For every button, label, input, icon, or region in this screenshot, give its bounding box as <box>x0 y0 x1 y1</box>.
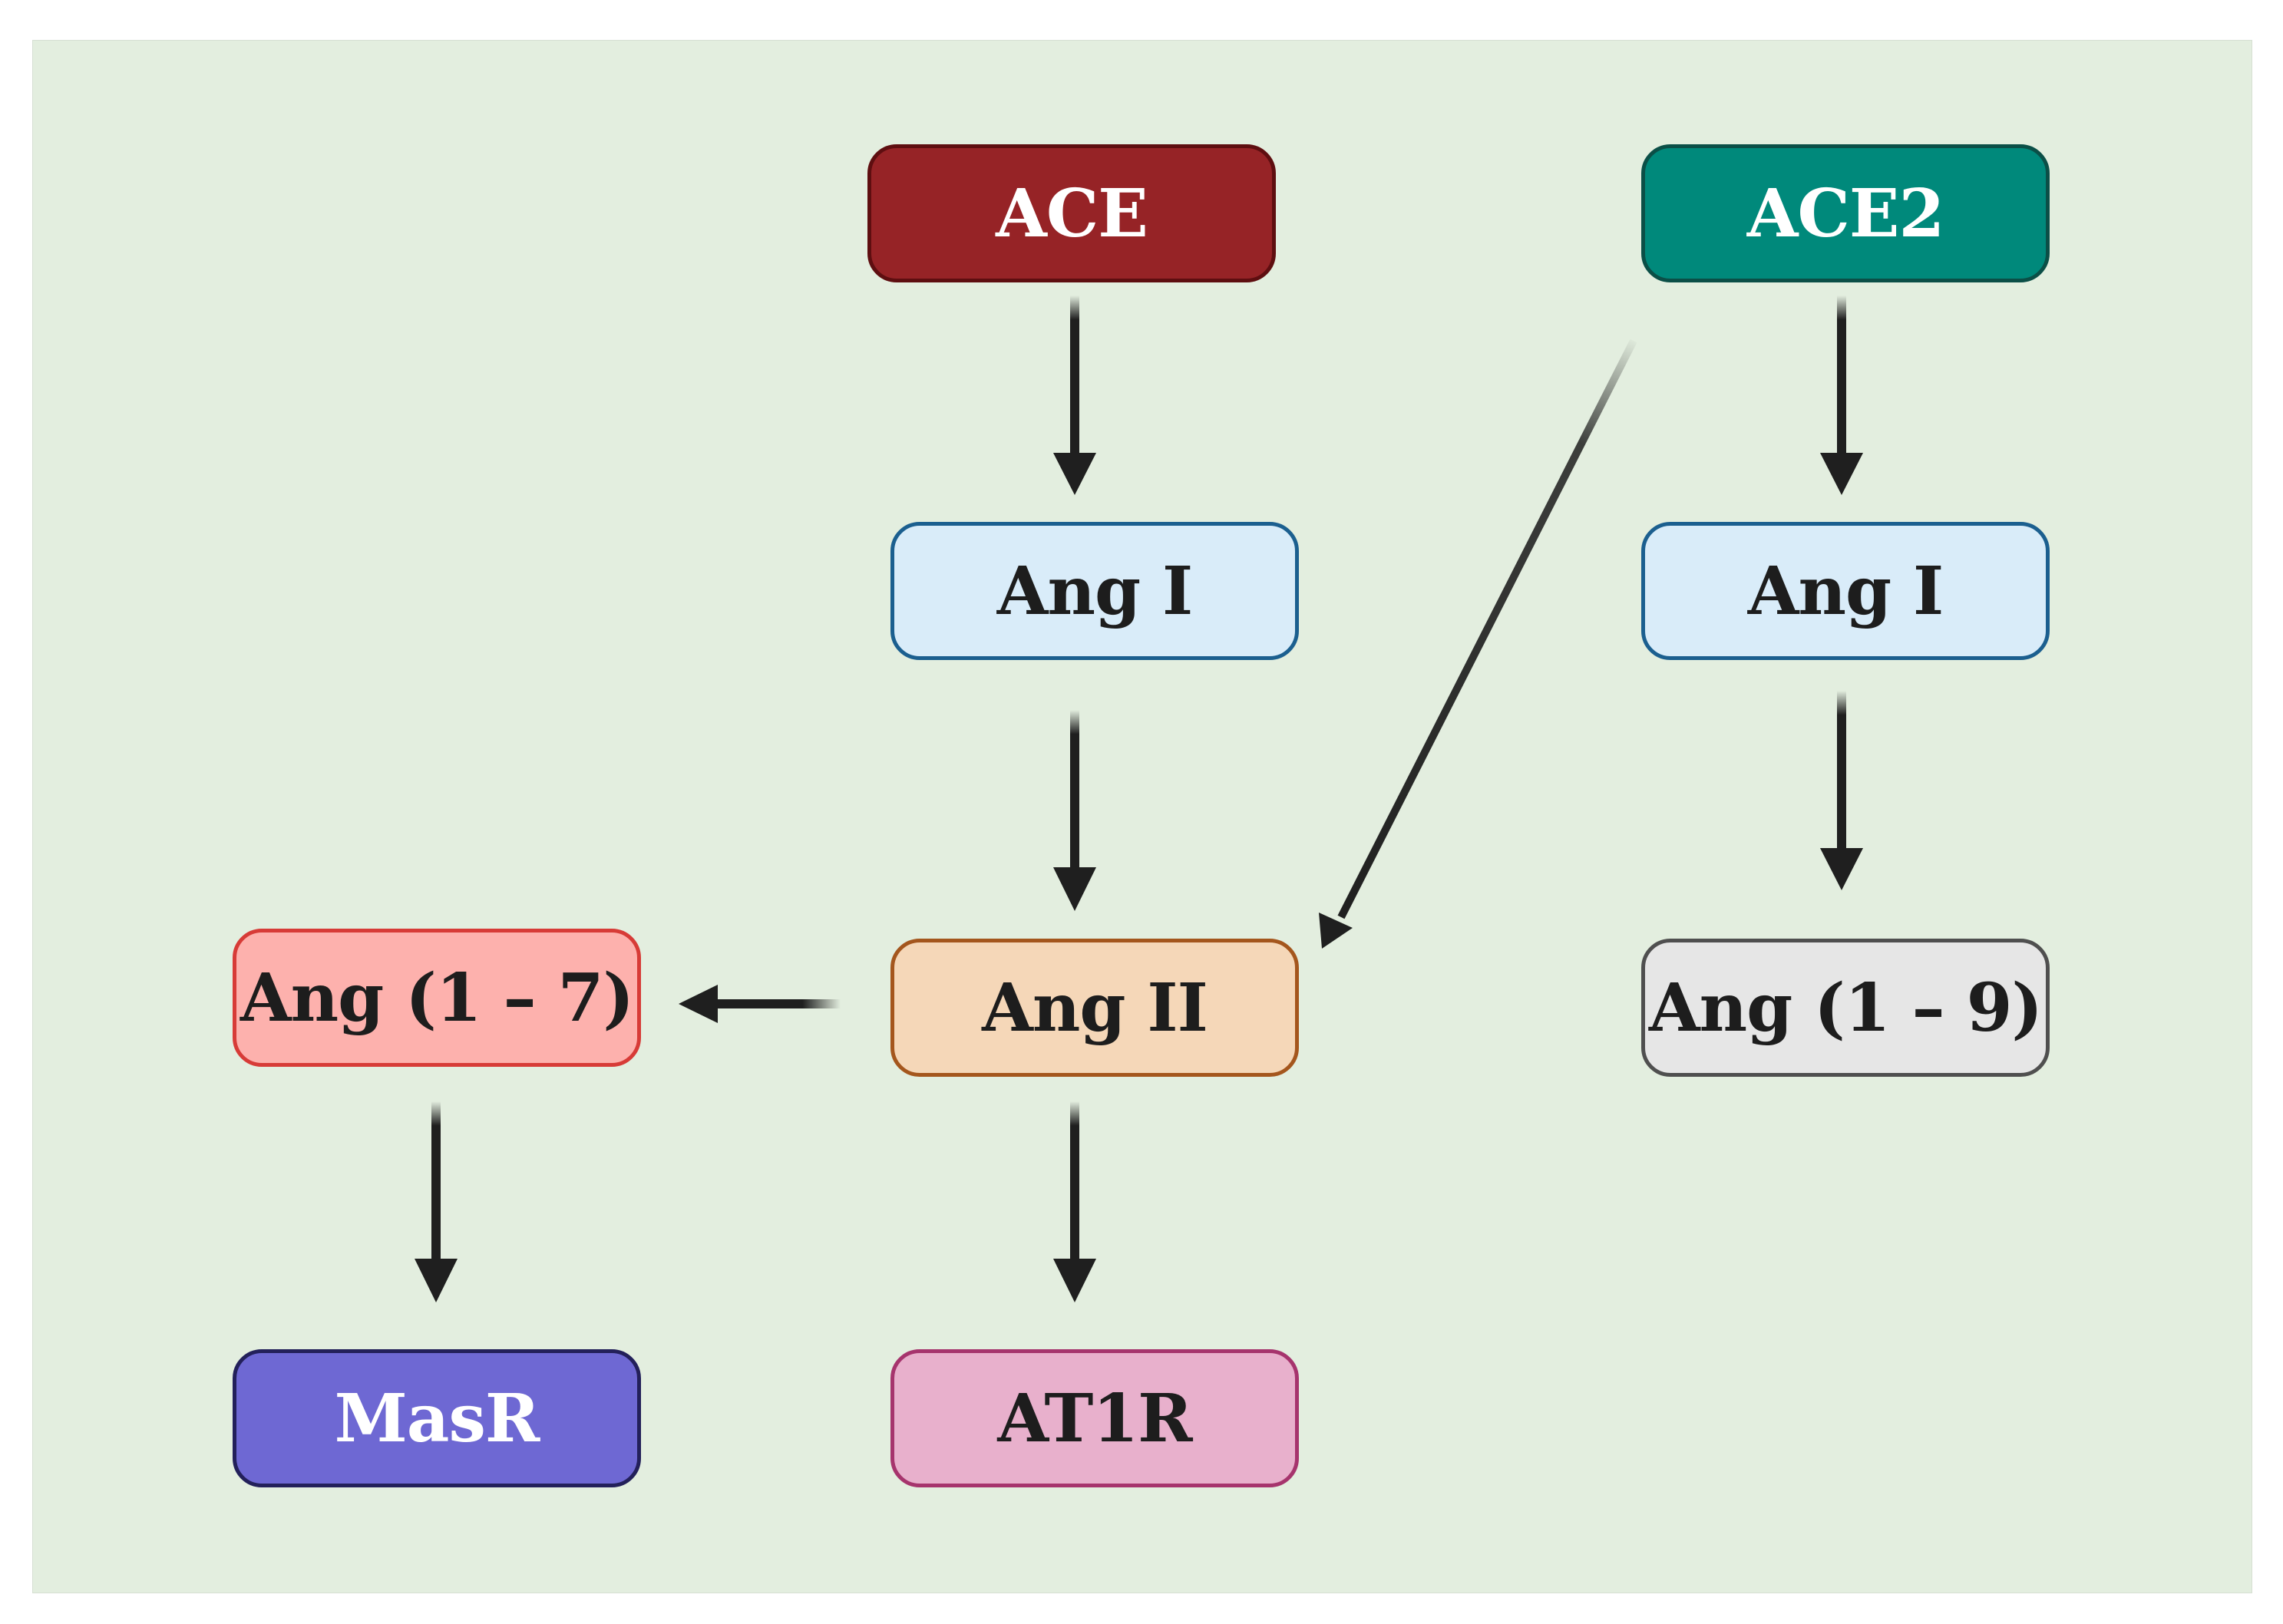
node-ace: ACE <box>867 144 1276 282</box>
node-ang1-ace2: Ang I <box>1641 522 2050 660</box>
node-ang1-9: Ang (1 – 9) <box>1641 939 2050 1077</box>
arrow-ace2-to-ang2 <box>1319 338 1637 949</box>
node-ang1-7: Ang (1 – 7) <box>233 929 641 1067</box>
arrow-ang1-to-ang19 <box>1820 691 1863 890</box>
node-ang2: Ang II <box>890 939 1299 1077</box>
arrow-ace2-to-ang1 <box>1820 295 1863 495</box>
arrow-ace-to-ang1 <box>1053 295 1096 495</box>
arrow-ang1-to-ang2 <box>1053 710 1096 911</box>
node-ace2: ACE2 <box>1641 144 2050 282</box>
node-ang1-ace: Ang I <box>890 522 1299 660</box>
arrow-ang2-to-at1r <box>1053 1101 1096 1302</box>
arrow-ang2-to-ang17 <box>679 985 841 1023</box>
arrow-ang17-to-masr <box>415 1101 458 1302</box>
node-masr: MasR <box>233 1349 641 1487</box>
node-at1r: AT1R <box>890 1349 1299 1487</box>
diagram-canvas <box>32 40 2252 1593</box>
